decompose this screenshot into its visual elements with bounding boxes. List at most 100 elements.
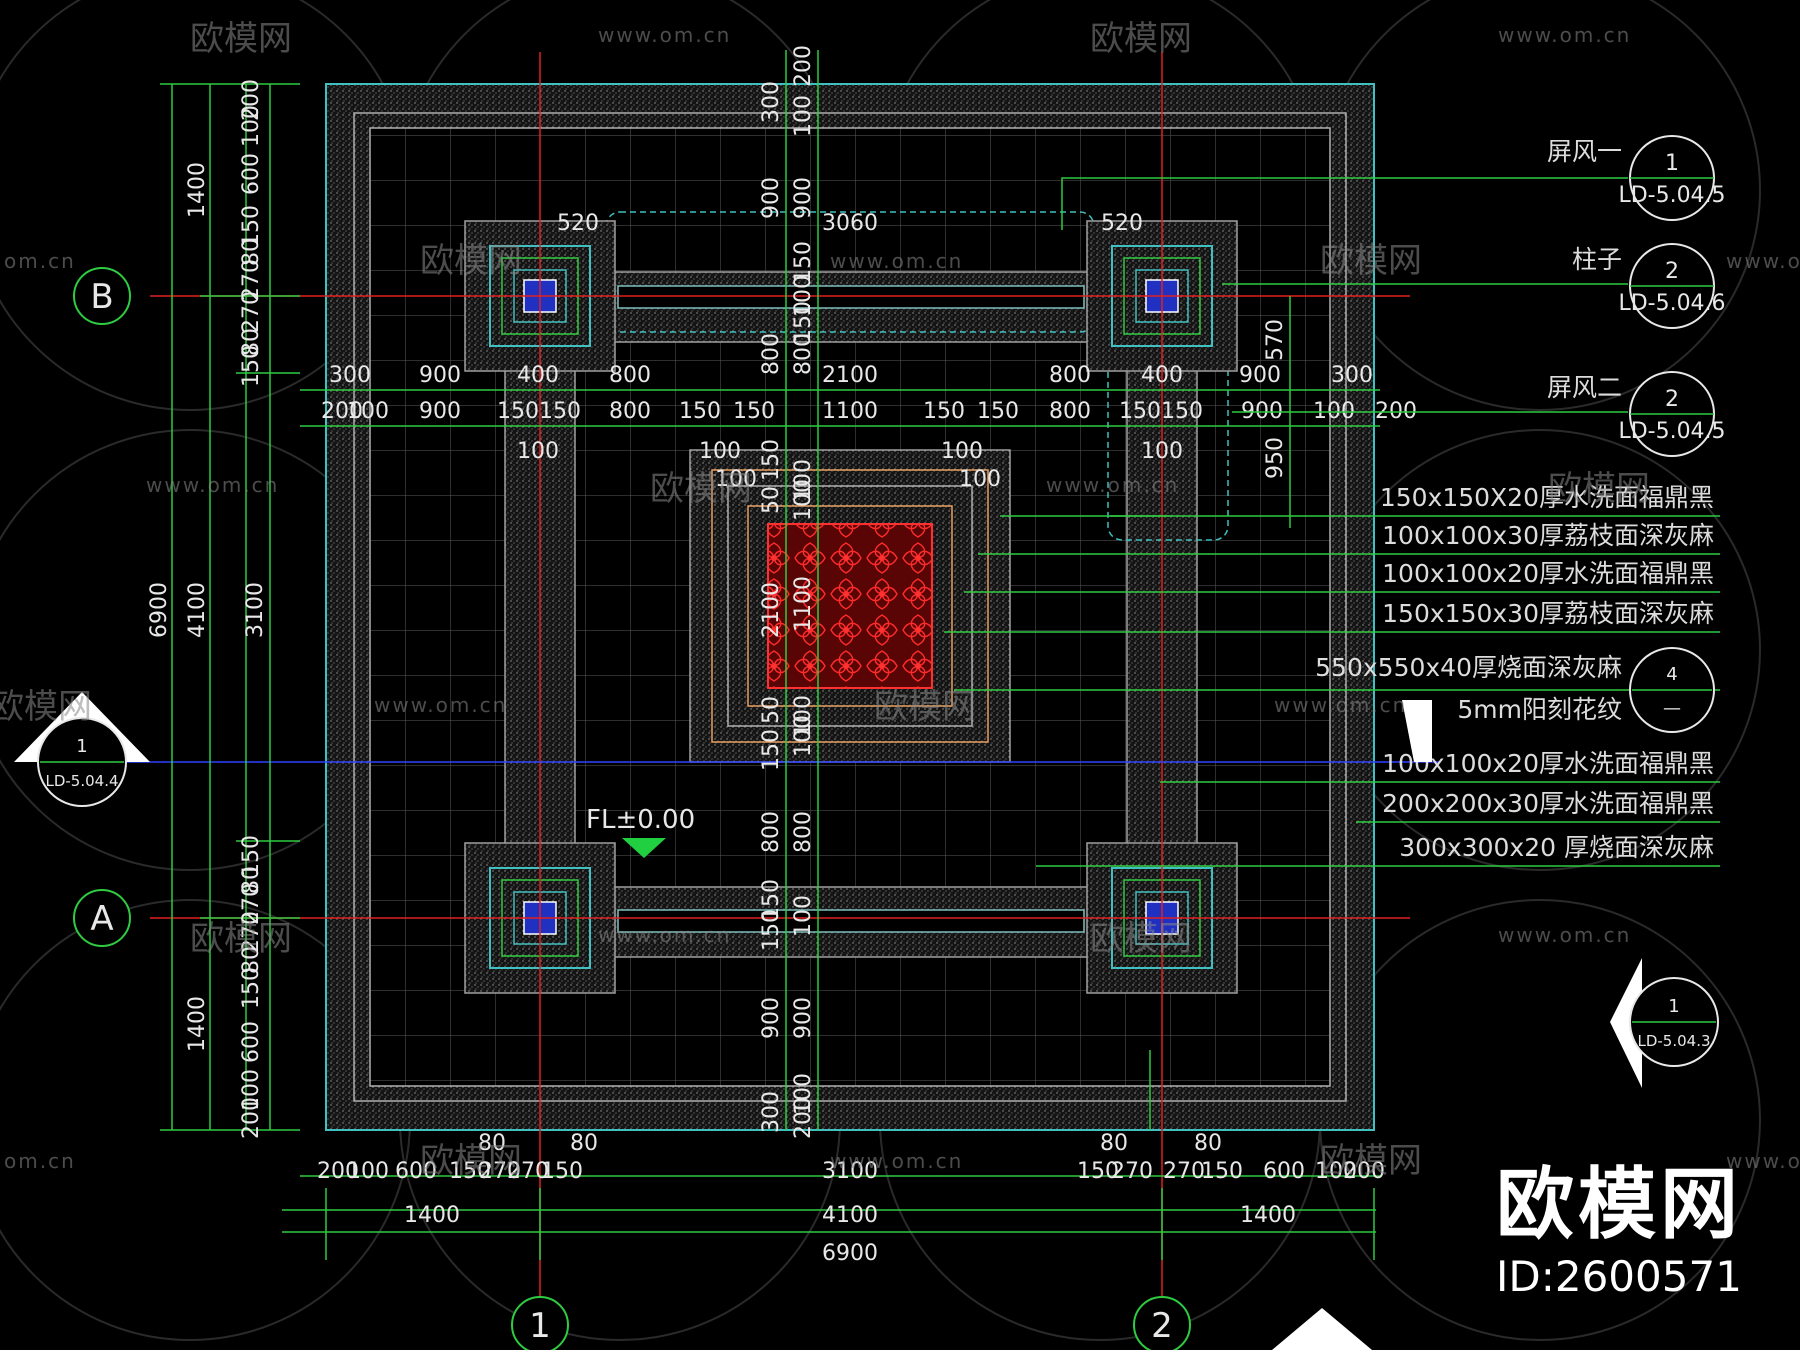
center-bottom-b-dim: 100 — [791, 1073, 816, 1115]
dim-upper-vertical: 1400 — [185, 162, 210, 218]
section-left-ref: LD-5.04.4 — [45, 772, 118, 790]
center-top-b-dim: 150 — [791, 301, 816, 343]
center-top-b-dim: 100 — [791, 95, 816, 137]
left-top-dim: 80 — [239, 328, 264, 356]
pattern-detail-number: 4 — [1666, 664, 1677, 685]
top-upper-dim: 2100 — [822, 363, 878, 388]
center-bottom-a-dim: 300 — [759, 1091, 784, 1133]
dim-middle-vertical: 4100 — [185, 582, 210, 638]
bottom-right-top-dim: 80 — [1100, 1131, 1128, 1156]
bottom-left-dim: 270 — [479, 1159, 521, 1184]
platform-ring-1 — [711, 469, 989, 743]
axis-label-2: 2 — [1151, 1306, 1173, 1346]
wm-logo-8: 欧模网 — [0, 687, 92, 727]
central-platform — [689, 449, 1011, 763]
top-small-dim: 100 — [941, 439, 983, 464]
wm-url-5: www.om.cn — [1726, 249, 1800, 273]
material-label: 550x550x40厚烧面深灰麻 — [1315, 653, 1622, 682]
bottom-right-dim: 270 — [1163, 1159, 1205, 1184]
center-top-a-dim: 800 — [759, 333, 784, 375]
material-label: 5mm阳刻花纹 — [1457, 695, 1622, 724]
right-dims: 570 950 — [1263, 319, 1288, 479]
left-bottom-dim: 270 — [239, 911, 264, 953]
bottom-right-dim: 600 — [1263, 1159, 1305, 1184]
top-bay-dim: 3060 — [822, 211, 878, 236]
top-lower-dim: 1100 — [822, 399, 878, 424]
wm-logo-4: 欧模网 — [1320, 241, 1422, 281]
watermarks: 欧模网 欧模网 欧模网 欧模网 欧模网 欧模网 欧模网 欧模网 欧模网 欧模网 … — [0, 19, 1800, 1181]
center-top-b-dim: 800 — [791, 333, 816, 375]
center-mid-b-dim: 100 — [791, 459, 816, 501]
wm-url-13: www.om.cn — [830, 1149, 963, 1173]
material-label: 100x100x30厚荔枝面深灰麻 — [1382, 521, 1714, 550]
top-small-dim: 100 — [517, 439, 559, 464]
axis-label-1: 1 — [529, 1306, 551, 1346]
wm-url-1: www.om.cn — [598, 23, 731, 47]
wm-url-3: om.cn — [4, 249, 76, 273]
top-lower-dim: 800 — [1049, 399, 1091, 424]
section-marker-left: 1 LD-5.04.4 — [14, 692, 150, 807]
level-text: FL±0.00 — [586, 805, 695, 835]
axis-label-a: A — [90, 899, 113, 939]
top-small-dim: 100 — [1141, 439, 1183, 464]
center-mid-b-dim: 100 — [791, 479, 816, 521]
dim-middle-horizontal: 4100 — [822, 1203, 878, 1228]
section-arrow-right-icon — [1402, 700, 1432, 762]
level-triangle-icon — [622, 838, 666, 858]
left-top-dim: 150 — [239, 205, 264, 247]
wm-url-8: www.om.cn — [374, 693, 507, 717]
dim-right-lower: 950 — [1263, 437, 1288, 479]
center-bottom-a-dim: 150 — [759, 909, 784, 951]
left-top-dim: 600 — [239, 153, 264, 195]
center-top-a-dim: 300 — [759, 81, 784, 123]
left-top-dim: 100 — [239, 105, 264, 147]
top-small-dim: 100 — [715, 467, 757, 492]
top-lower-dim: 800 — [609, 399, 651, 424]
left-bottom-dim: 150 — [239, 835, 264, 877]
pattern-detail-bubble: 4 — — [1629, 647, 1715, 733]
top-upper-dim: 400 — [1141, 363, 1183, 388]
wm-url-12: om.cn — [4, 1149, 76, 1173]
center-bottom-a-dim: 800 — [759, 811, 784, 853]
bottom-right-dim: 270 — [1111, 1159, 1153, 1184]
callout-leaders — [944, 177, 1720, 867]
top-small-dim: 100 — [959, 467, 1001, 492]
material-label: 100x100x20厚水洗面福鼎黑 — [1382, 749, 1714, 778]
material-label: 300x300x20 厚烧面深灰麻 — [1399, 833, 1714, 862]
bench-b — [617, 285, 1085, 309]
detail-ref: LD-5.04.6 — [1618, 291, 1725, 316]
center-bottom-b-dim: 800 — [791, 811, 816, 853]
bottom-left-top-dim: 80 — [570, 1131, 598, 1156]
callout-label: 屏风一 — [1547, 137, 1622, 166]
top-lower-dim: 150 — [1161, 399, 1203, 424]
material-label: 100x100x20厚水洗面福鼎黑 — [1382, 559, 1714, 588]
center-mid-b-dim: 100 — [791, 715, 816, 757]
center-top-b-dim: 100 — [791, 275, 816, 317]
dim-left-horizontal: 1400 — [404, 1203, 460, 1228]
wm-logo-9: 欧模网 — [190, 919, 292, 959]
left-bottom-dim: 80 — [239, 946, 264, 974]
dim-overall-vertical: 6900 — [147, 582, 172, 638]
left-bottom-dim: 150 — [239, 967, 264, 1009]
top-bay-dim: 520 — [1101, 211, 1143, 236]
bottom-left-top-dim: 80 — [478, 1131, 506, 1156]
center-mid-a-dim: 50 — [759, 486, 784, 514]
dim-overall-horizontal: 6900 — [822, 1241, 878, 1266]
section-left-number: 1 — [76, 736, 87, 757]
wm-logo-3: 欧模网 — [420, 241, 522, 281]
material-labels: 150x150X20厚水洗面福鼎黑100x100x30厚荔枝面深灰麻100x10… — [1315, 483, 1714, 862]
callout-label: 屏风二 — [1547, 373, 1622, 402]
pattern-detail-ref: — — [1663, 698, 1681, 719]
wm-url-9: www.om.cn — [1274, 693, 1407, 717]
left-top-dim: 270 — [239, 291, 264, 333]
top-lower-dim: 150 — [497, 399, 539, 424]
center-mid-b-dim: 1100 — [791, 576, 816, 632]
wm-url-11: www.om.cn — [1498, 923, 1631, 947]
material-label: 200x200x30厚水洗面福鼎黑 — [1382, 789, 1714, 818]
center-bottom-b-dim: 900 — [791, 997, 816, 1039]
